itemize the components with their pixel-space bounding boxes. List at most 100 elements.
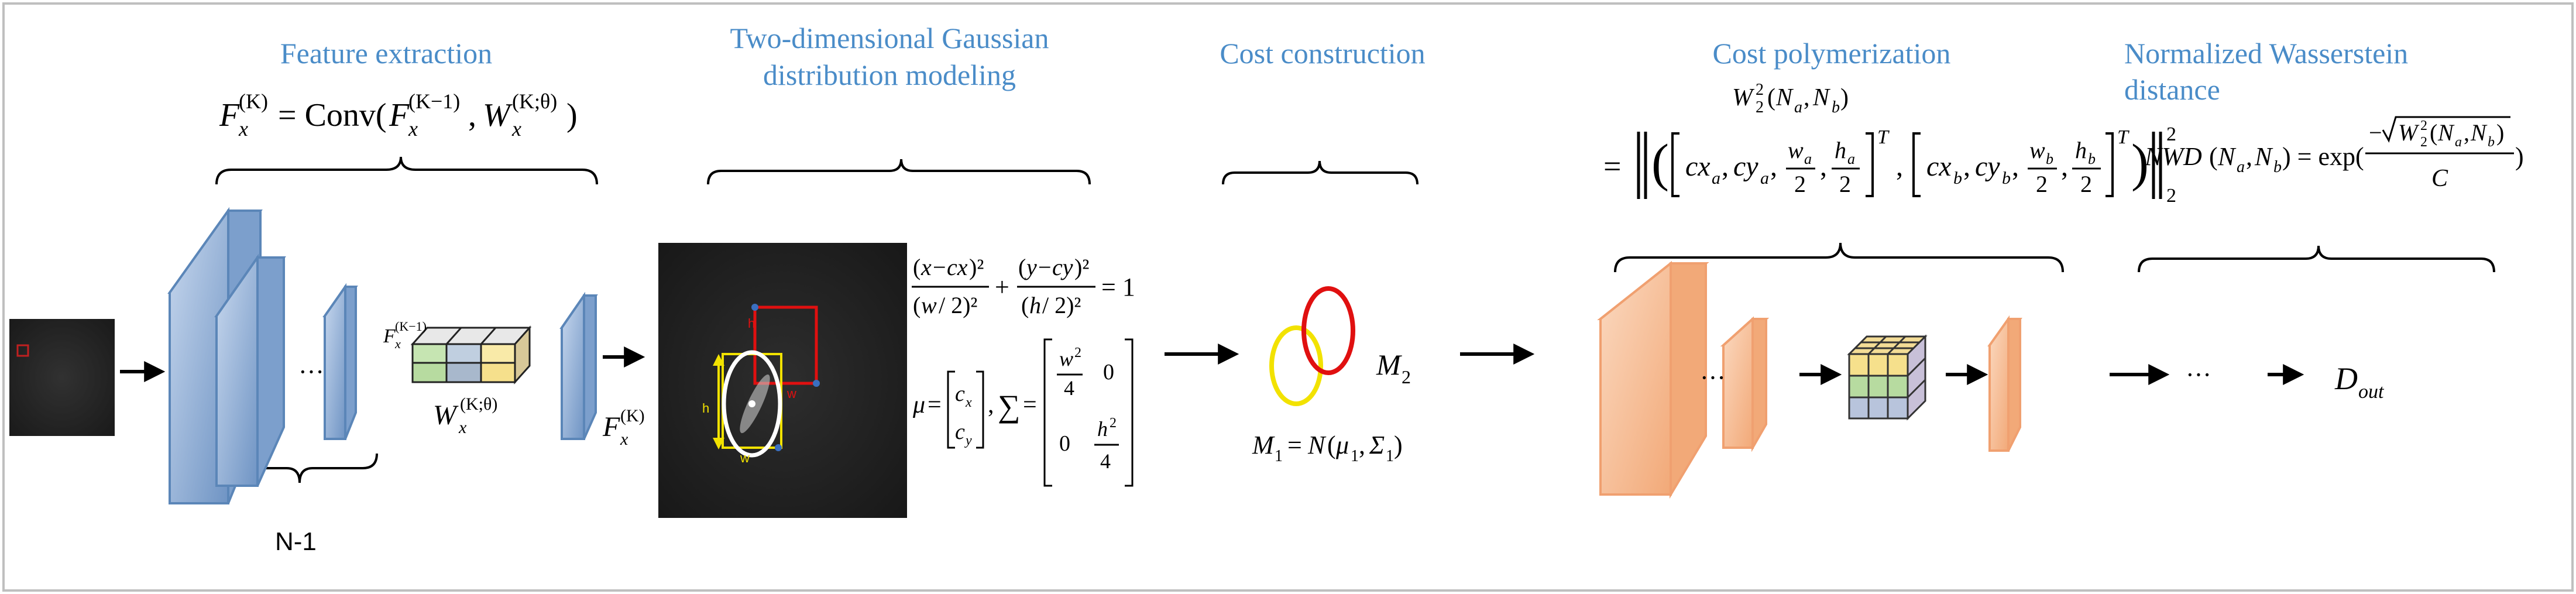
svg-text:b: b xyxy=(1953,169,1962,188)
svg-text:2: 2 xyxy=(1756,98,1764,116)
svg-text:w: w xyxy=(1788,137,1804,163)
svg-text:b: b xyxy=(1832,98,1840,116)
svg-text:W: W xyxy=(2398,119,2420,146)
svg-text:W: W xyxy=(1732,84,1755,111)
svg-text:W: W xyxy=(433,400,459,431)
box-b xyxy=(753,305,818,385)
svg-text:y: y xyxy=(1024,254,1037,280)
svg-text:(K−1): (K−1) xyxy=(408,90,460,113)
cost-volumes xyxy=(1597,260,2022,499)
svg-text:x: x xyxy=(238,117,248,140)
svg-text:/ 2)²: / 2)² xyxy=(939,292,977,318)
svg-text:M: M xyxy=(1376,348,1402,381)
svg-text:2: 2 xyxy=(1839,171,1851,197)
flow-arrows xyxy=(120,344,2304,385)
d-out-symbol: D xyxy=(2334,361,2358,396)
svg-text:= 1: = 1 xyxy=(1101,273,1135,301)
svg-text:,: , xyxy=(2061,151,2068,182)
svg-text:): ) xyxy=(566,97,578,133)
svg-text:,: , xyxy=(1770,151,1777,182)
output-d-out: D out xyxy=(2334,361,2385,403)
svg-text:N: N xyxy=(2217,142,2237,171)
svg-text:a: a xyxy=(2237,158,2245,176)
svg-text:C: C xyxy=(2431,165,2448,192)
gaussian-m2 xyxy=(1301,286,1355,375)
svg-text:c: c xyxy=(955,382,965,406)
label-m2: M 2 xyxy=(1376,348,1411,387)
svg-text:,: , xyxy=(1896,151,1903,182)
svg-text:μ: μ xyxy=(912,392,925,418)
ellipsis-cost: ··· xyxy=(1700,363,1726,392)
feature-equation: F x (K) = Conv( F x (K−1) , W x (K;θ) ) xyxy=(219,90,578,140)
svg-text:h: h xyxy=(748,316,755,331)
title-cost-polymerization: Cost polymerization xyxy=(1713,37,1951,70)
svg-text:w: w xyxy=(921,292,937,318)
gaussian-image: h w h w xyxy=(658,243,907,518)
svg-text:−: − xyxy=(2369,119,2382,146)
input-image xyxy=(9,319,115,436)
svg-text:2: 2 xyxy=(2420,135,2427,150)
svg-text:) = exp(: ) = exp( xyxy=(2282,142,2364,171)
mu-sigma-equation: μ = c x c y , ∑ = w 2 4 0 0 h 2 4 xyxy=(912,338,1134,487)
feature-in-label: F x (K−1) xyxy=(383,319,427,351)
svg-text:N: N xyxy=(1812,84,1830,111)
svg-text:F: F xyxy=(219,97,240,133)
svg-text:2: 2 xyxy=(1756,81,1764,99)
svg-text:M: M xyxy=(1252,431,1275,459)
gaussian-ellipse xyxy=(722,350,782,458)
svg-text:x: x xyxy=(408,117,418,140)
svg-text:x: x xyxy=(394,337,401,351)
svg-text:=: = xyxy=(928,392,942,418)
svg-text:(: ( xyxy=(1767,84,1775,111)
weight-kernel xyxy=(410,325,532,384)
svg-text:cy: cy xyxy=(1733,151,1758,182)
svg-text:,: , xyxy=(1359,431,1365,459)
nwd-equation: NWD ( N a , N b ) = exp( − W 2 2 ( N a ,… xyxy=(2144,116,2524,192)
svg-text:Σ: Σ xyxy=(1369,431,1385,459)
svg-text:T: T xyxy=(1877,126,1890,148)
svg-text:0: 0 xyxy=(1059,431,1070,456)
svg-text:cx: cx xyxy=(1685,151,1711,182)
svg-text:(K;θ): (K;θ) xyxy=(512,90,557,113)
svg-text:(: ( xyxy=(2209,142,2218,171)
title-gaussian-line2: distribution modeling xyxy=(763,59,1016,91)
svg-text:(: ( xyxy=(913,292,921,318)
svg-text:cx: cx xyxy=(947,254,968,280)
svg-text:2: 2 xyxy=(1110,416,1117,431)
svg-text:a: a xyxy=(1804,150,1812,167)
svg-text:2: 2 xyxy=(1794,171,1806,197)
svg-text:)²: )² xyxy=(1074,254,1089,280)
cost-cube xyxy=(1847,334,1928,421)
svg-text:+: + xyxy=(995,273,1009,301)
svg-text:x: x xyxy=(620,430,628,449)
svg-text:h: h xyxy=(2075,137,2087,163)
braces xyxy=(215,156,2495,483)
svg-text:)²: )² xyxy=(969,254,984,280)
svg-text:(: ( xyxy=(1021,292,1029,318)
svg-text:b: b xyxy=(2002,169,2011,188)
svg-text:2: 2 xyxy=(2036,171,2048,197)
svg-text:cy: cy xyxy=(1975,151,2000,182)
svg-text:x: x xyxy=(511,117,521,140)
svg-text:): ) xyxy=(1840,84,1849,111)
svg-text:−: − xyxy=(933,254,946,280)
ellipsis-cnn: ··· xyxy=(298,358,324,386)
svg-text:N: N xyxy=(1775,84,1794,111)
svg-text:b: b xyxy=(2088,150,2096,167)
target-marker xyxy=(16,344,29,357)
svg-text:a: a xyxy=(1794,98,1802,116)
svg-text:c: c xyxy=(955,420,965,444)
svg-text:cx: cx xyxy=(1926,151,1952,182)
svg-text:cy: cy xyxy=(1052,254,1073,280)
title-nwd-line1: Normalized Wasserstein xyxy=(2124,37,2408,70)
svg-text:a: a xyxy=(1847,150,1855,167)
svg-text:b: b xyxy=(2273,158,2282,176)
svg-text:w: w xyxy=(786,386,796,401)
wasserstein-equation: W 2 2 ( N a , N b ) = ( cx a , cy a , w … xyxy=(1603,81,2176,207)
svg-text:): ) xyxy=(2515,142,2524,171)
svg-text:1: 1 xyxy=(1351,447,1359,465)
svg-text:): ) xyxy=(1394,431,1403,459)
svg-text:/ 2)²: / 2)² xyxy=(1042,292,1081,318)
svg-text:,: , xyxy=(2012,151,2019,182)
